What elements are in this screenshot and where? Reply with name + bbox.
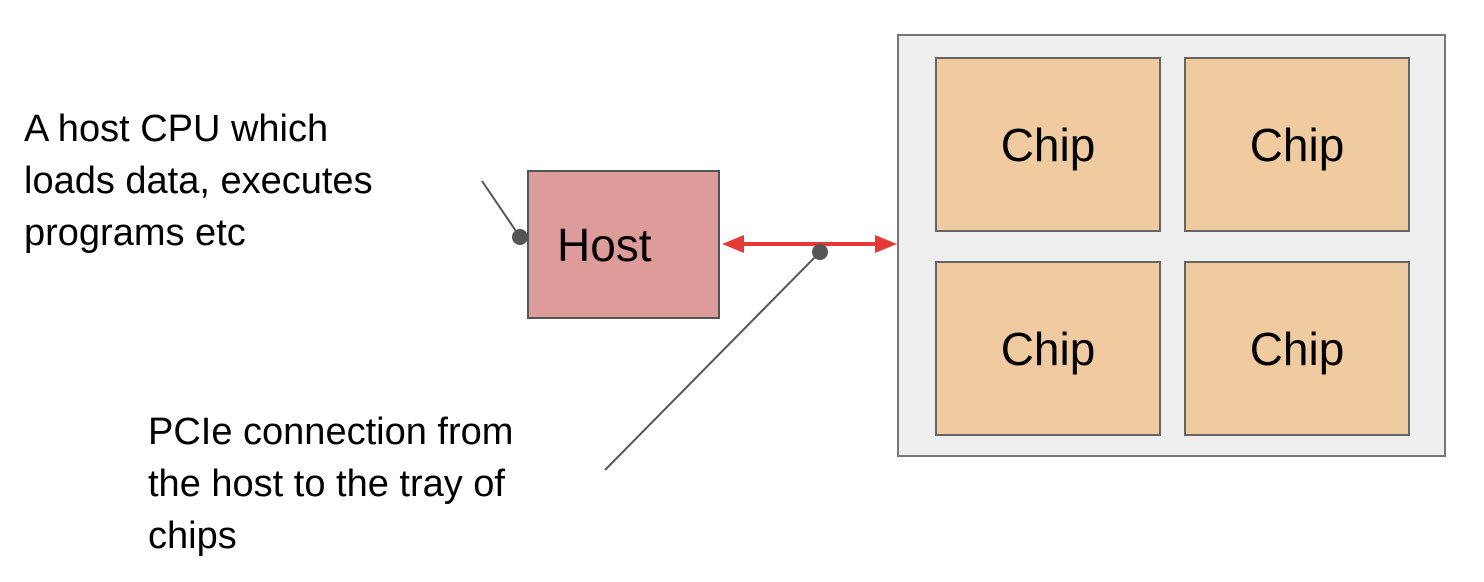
pcie-annotation: PCIe connection from the host to the tra… xyxy=(148,406,513,562)
chip-box: Chip xyxy=(1184,57,1410,232)
host-annotation-line: programs etc xyxy=(24,212,246,254)
pcie-annotation-line: the host to the tray of xyxy=(148,463,505,505)
pcie-annotation-line: PCIe connection from xyxy=(148,411,514,453)
chip-box: Chip xyxy=(935,57,1161,232)
pcie-leader-dot xyxy=(812,244,828,260)
host-annotation: A host CPU which loads data, executes pr… xyxy=(24,103,373,259)
host-annotation-line: A host CPU which xyxy=(24,108,329,150)
pcie-arrowhead-left xyxy=(722,235,744,253)
pcie-leader-line xyxy=(604,251,821,471)
chip-box: Chip xyxy=(935,261,1161,436)
host-leader-line xyxy=(481,180,521,238)
chip-box: Chip xyxy=(1184,261,1410,436)
chip-tray: Chip Chip Chip Chip xyxy=(897,34,1446,457)
host-label: Host xyxy=(557,218,652,271)
host-box: Host xyxy=(527,170,720,319)
host-annotation-line: loads data, executes xyxy=(24,160,373,202)
pcie-arrowhead-right xyxy=(875,235,897,253)
host-leader-dot xyxy=(512,229,528,245)
pcie-annotation-line: chips xyxy=(148,515,237,557)
